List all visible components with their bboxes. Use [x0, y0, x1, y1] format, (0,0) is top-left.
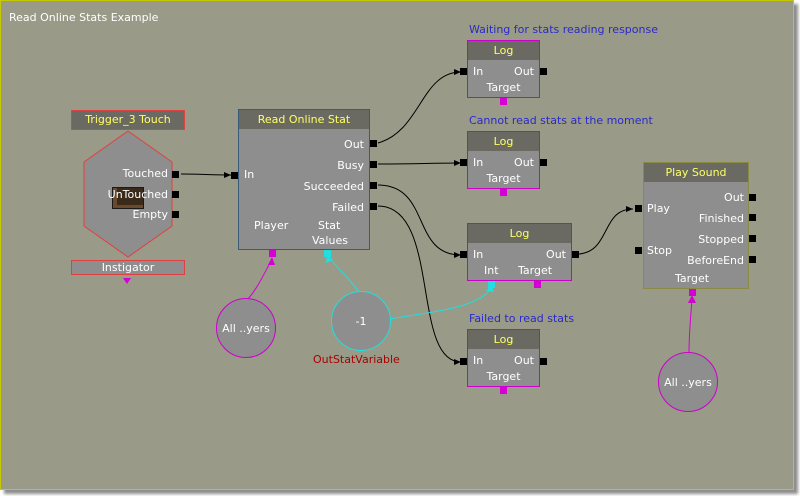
log4-out-pin[interactable]	[540, 358, 547, 365]
read-stat-player-label: Player	[254, 219, 289, 232]
log1-caption: Waiting for stats reading response	[469, 23, 658, 36]
log3-target-pin[interactable]	[534, 281, 541, 288]
wire-failed-to-log4	[377, 205, 462, 363]
log4-in-pin[interactable]	[460, 358, 467, 365]
log3-title: Log	[468, 224, 571, 243]
play-sound-stopped-label: Stopped	[698, 233, 744, 246]
log4-out-label: Out	[514, 354, 534, 367]
log3-target-label: Target	[518, 264, 553, 277]
play-sound-finished-pin[interactable]	[749, 214, 756, 221]
play-sound-stopped-pin[interactable]	[749, 235, 756, 242]
read-stat-busy-label: Busy	[337, 159, 364, 172]
log2-in-label: In	[473, 156, 484, 169]
play-sound-beforeend-pin[interactable]	[749, 256, 756, 263]
play-sound-target-pin[interactable]	[689, 289, 696, 296]
trigger-out-empty: Empty	[132, 208, 168, 221]
log-node-2[interactable]: Log In Out Target	[467, 131, 540, 189]
all-players-variable-1[interactable]: All ..yers	[216, 298, 276, 358]
trigger-actor-icon	[112, 187, 144, 209]
read-stat-out-label: Out	[344, 138, 364, 151]
read-stat-title: Read Online Stat	[239, 110, 369, 129]
log-node-1[interactable]: Log In Out Target	[467, 40, 540, 98]
log4-title: Log	[468, 330, 539, 349]
sequence-title: Read Online Stats Example	[9, 11, 159, 24]
int-variable-name: OutStatVariable	[313, 353, 400, 366]
log1-in-label: In	[473, 65, 484, 78]
log2-out-label: Out	[514, 156, 534, 169]
wire-player-var	[245, 258, 273, 302]
log4-in-label: In	[473, 354, 484, 367]
log2-target-label: Target	[486, 172, 521, 185]
read-stat-failed-pin[interactable]	[370, 203, 377, 210]
read-stat-values-label: Values	[312, 234, 348, 247]
read-stat-succeeded-label: Succeeded	[303, 180, 364, 193]
log3-int-pin[interactable]	[488, 281, 495, 288]
log4-target-label: Target	[486, 370, 521, 383]
log1-in-pin[interactable]	[460, 68, 467, 75]
log-node-3[interactable]: Log In Out Int Target	[467, 223, 572, 281]
int-variable[interactable]: -1	[331, 291, 391, 351]
log4-caption: Failed to read stats	[469, 312, 575, 325]
read-stat-values-pin[interactable]	[324, 250, 331, 257]
wire-log3-out-to-play	[578, 208, 634, 255]
trigger-title: Trigger_3 Touch	[72, 111, 184, 129]
read-stat-failed-label: Failed	[332, 201, 364, 214]
play-sound-finished-label: Finished	[698, 212, 744, 225]
wire-int-var	[388, 287, 492, 320]
play-sound-beforeend-label: BeforeEnd	[687, 254, 744, 267]
read-stat-out-pin[interactable]	[370, 140, 377, 147]
play-sound-play-label: Play	[647, 202, 670, 215]
read-online-stat-node[interactable]: Read Online Stat In Out Busy Succeeded F…	[238, 109, 370, 250]
trigger-empty-pin[interactable]	[172, 211, 179, 218]
wire-succeeded-to-log3	[377, 184, 462, 256]
log3-in-pin[interactable]	[460, 251, 467, 258]
log1-out-label: Out	[514, 65, 534, 78]
log3-out-pin[interactable]	[572, 251, 579, 258]
trigger-touch-node[interactable]: Trigger_3 Touch	[71, 110, 185, 130]
read-stat-busy-pin[interactable]	[370, 161, 377, 168]
trigger-touched-pin[interactable]	[172, 171, 179, 178]
trigger-instigator-label: Instigator	[101, 261, 155, 274]
trigger-untouched-pin[interactable]	[172, 191, 179, 198]
log1-target-pin[interactable]	[500, 98, 507, 105]
play-sound-node[interactable]: Play Sound Play Stop Out Finished Stoppe…	[643, 162, 749, 289]
play-sound-out-pin[interactable]	[749, 194, 756, 201]
log2-target-pin[interactable]	[500, 189, 507, 196]
instigator-down-arrow-icon	[123, 278, 131, 284]
wire-busy-to-log2	[377, 162, 462, 165]
play-sound-play-pin[interactable]	[635, 205, 642, 212]
wire-statvalues-var	[327, 255, 362, 295]
trigger-out-untouched: UnTouched	[107, 188, 168, 201]
log2-in-pin[interactable]	[460, 159, 467, 166]
read-stat-in-label: In	[244, 168, 255, 181]
log2-caption: Cannot read stats at the moment	[469, 114, 653, 127]
log-node-4[interactable]: Log In Out Target	[467, 329, 540, 387]
read-stat-player-pin[interactable]	[269, 250, 276, 257]
log4-target-pin[interactable]	[500, 387, 507, 394]
play-sound-stop-label: Stop	[647, 244, 673, 257]
log3-in-label: In	[473, 248, 484, 261]
all-players-variable-2[interactable]: All ..yers	[658, 352, 718, 412]
log2-out-pin[interactable]	[540, 159, 547, 166]
wire-out-to-log1	[377, 71, 462, 144]
play-sound-stop-pin[interactable]	[635, 247, 642, 254]
read-stat-in-pin[interactable]	[231, 172, 238, 179]
wire-touched-to-in	[180, 173, 232, 176]
play-sound-title: Play Sound	[644, 163, 748, 182]
log1-title: Log	[468, 41, 539, 60]
log1-out-pin[interactable]	[540, 68, 547, 75]
wire-target-var	[688, 296, 693, 354]
trigger-instigator-bar[interactable]: Instigator	[71, 260, 185, 275]
play-sound-target-label: Target	[675, 272, 710, 285]
read-stat-succeeded-pin[interactable]	[370, 182, 377, 189]
trigger-out-touched: Touched	[122, 167, 168, 180]
log3-int-label: Int	[484, 264, 499, 277]
log1-target-label: Target	[486, 81, 521, 94]
log2-title: Log	[468, 132, 539, 151]
log3-out-label: Out	[546, 248, 566, 261]
play-sound-out-label: Out	[724, 191, 744, 204]
read-stat-stat-label: Stat	[318, 219, 341, 232]
